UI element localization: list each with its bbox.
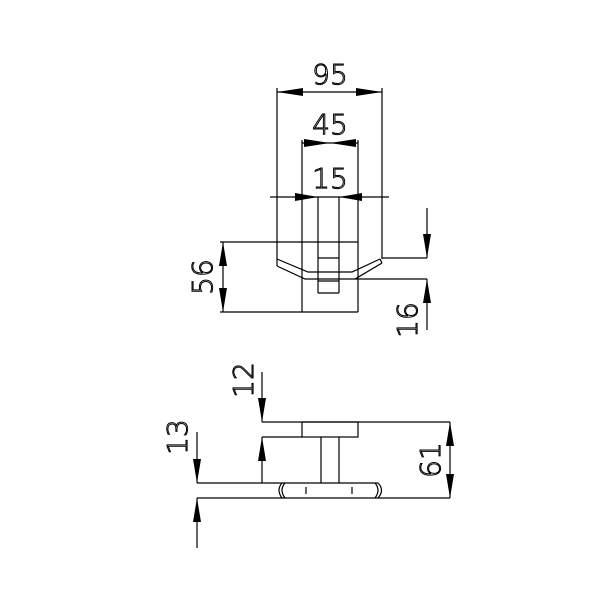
dim-56: 56 <box>186 259 219 295</box>
dim-61: 61 <box>414 442 447 478</box>
bar-ends <box>278 482 383 499</box>
dim-15: 15 <box>312 162 348 195</box>
dim-16: 16 <box>391 302 424 338</box>
dim-45: 45 <box>312 108 348 141</box>
dim-13: 13 <box>161 419 194 455</box>
arrow <box>356 88 382 96</box>
hook-arm <box>276 258 381 273</box>
top-view: 95 45 15 56 <box>186 58 431 338</box>
mounting-plate <box>301 421 359 438</box>
dim-12: 12 <box>227 362 260 398</box>
arrow <box>277 88 303 96</box>
dim-95: 95 <box>312 58 348 91</box>
side-view: 12 13 61 <box>161 362 454 548</box>
